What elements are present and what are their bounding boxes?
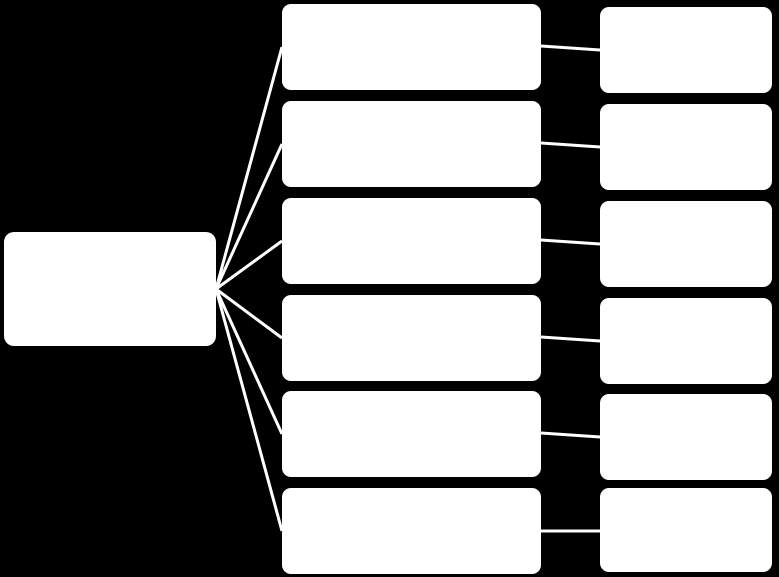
root-node [4,232,216,346]
branch-node-4 [282,295,541,381]
connector-root-mid-1 [214,143,284,290]
leaf-node-6 [600,488,772,572]
leaf-node-2 [600,104,772,190]
connector-root-mid-2 [215,239,283,291]
leaf-node-4 [600,298,772,384]
connector-root-mid-4 [214,288,284,435]
connector-root-mid-5 [214,288,284,532]
branch-node-3 [282,198,541,284]
connector-mid-4-leaf-4 [540,431,601,439]
connector-root-mid-3 [215,287,283,340]
leaf-node-5 [600,394,772,480]
branch-node-6 [282,488,541,574]
branch-node-1 [282,4,541,90]
connector-mid-1-leaf-1 [540,141,601,149]
branch-node-2 [282,101,541,187]
connector-mid-0-leaf-0 [540,44,601,52]
leaf-node-3 [600,201,772,287]
connector-root-mid-0 [214,46,284,290]
connector-mid-3-leaf-3 [540,335,601,343]
branch-node-5 [282,391,541,477]
connector-mid-2-leaf-2 [540,238,601,246]
leaf-node-1 [600,7,772,93]
